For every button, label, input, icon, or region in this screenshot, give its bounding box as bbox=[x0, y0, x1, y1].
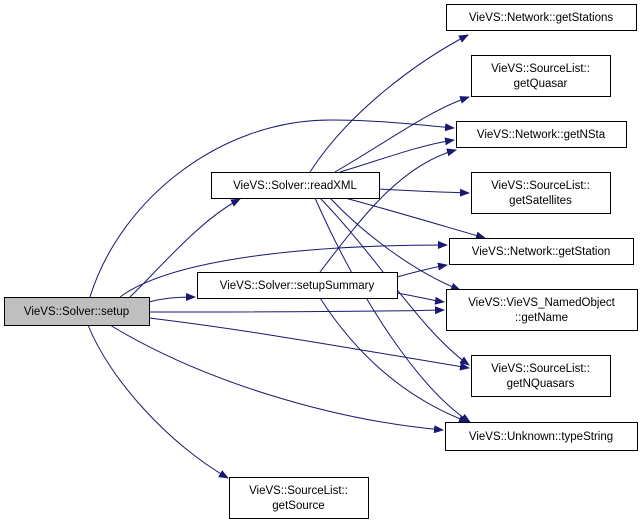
node-label: VieVS::Network::getStation bbox=[472, 246, 611, 258]
node-box bbox=[471, 55, 611, 97]
nodes-layer: VieVS::Solver::setup VieVS::Solver::readX… bbox=[4, 4, 638, 519]
node-label: VieVS::Network::getNSta bbox=[477, 129, 606, 141]
node-getQuasar[interactable]: VieVS::SourceList::getQuasar bbox=[471, 55, 611, 97]
node-label: VieVS::Solver::setup bbox=[24, 306, 129, 318]
node-box bbox=[446, 4, 637, 31]
node-label: getNQuasars bbox=[507, 378, 575, 390]
node-box bbox=[471, 355, 611, 397]
node-label: ::getName bbox=[515, 312, 568, 324]
node-getNSta[interactable]: VieVS::Network::getNSta bbox=[456, 121, 627, 148]
node-box bbox=[445, 422, 638, 451]
edge-setup-to-setupSummary bbox=[148, 293, 196, 303]
node-label: VieVS::SourceList:: bbox=[491, 180, 590, 192]
edges-layer bbox=[87, 34, 486, 479]
node-label: VieVS::SourceList:: bbox=[249, 485, 348, 497]
edge-readXML-to-getName bbox=[329, 197, 461, 291]
edge-readXML-to-getStation bbox=[344, 197, 486, 240]
node-box bbox=[211, 172, 380, 199]
edge-readXML-to-getNSta bbox=[339, 137, 455, 173]
node-box bbox=[449, 238, 634, 265]
edge-setup-to-getName bbox=[148, 306, 445, 315]
node-label: VieVS::Solver::readXML bbox=[233, 180, 357, 192]
node-label: VieVS::SourceList:: bbox=[491, 63, 590, 75]
node-label: VieVS::VieVS_NamedObject bbox=[468, 297, 615, 309]
node-typeString[interactable]: VieVS::Unknown::typeString bbox=[445, 422, 638, 451]
node-getStations[interactable]: VieVS::Network::getStations bbox=[446, 4, 637, 31]
node-label: VieVS::Network::getStations bbox=[469, 12, 613, 24]
node-box bbox=[4, 297, 150, 326]
node-box bbox=[446, 289, 638, 331]
node-getName[interactable]: VieVS::VieVS_NamedObject::getName bbox=[446, 289, 638, 331]
edge-setupSummary-to-typeString bbox=[319, 297, 469, 423]
edge-setupSummary-to-getStation bbox=[396, 262, 448, 278]
node-box bbox=[197, 272, 398, 299]
node-readXML[interactable]: VieVS::Solver::readXML bbox=[211, 172, 380, 199]
edge-setupSummary-to-getNSta bbox=[319, 148, 457, 273]
node-box bbox=[229, 477, 369, 519]
node-getSource[interactable]: VieVS::SourceList::getSource bbox=[229, 477, 369, 519]
edge-setup-to-typeString bbox=[109, 324, 444, 434]
node-box bbox=[456, 121, 627, 148]
node-getSatellites[interactable]: VieVS::SourceList::getSatellites bbox=[471, 172, 611, 214]
edge-readXML-to-typeString bbox=[314, 197, 471, 423]
node-getStation[interactable]: VieVS::Network::getStation bbox=[449, 238, 634, 265]
node-getNQuasars[interactable]: VieVS::SourceList::getNQuasars bbox=[471, 355, 611, 397]
edge-readXML-to-getQuasar bbox=[334, 96, 470, 173]
node-label: getSatellites bbox=[509, 195, 572, 207]
edge-readXML-to-getNQuasars bbox=[319, 197, 470, 366]
edge-setup-to-getNSta bbox=[89, 119, 455, 298]
node-setup[interactable]: VieVS::Solver::setup bbox=[4, 297, 150, 326]
node-label: getSource bbox=[272, 500, 324, 512]
node-box bbox=[471, 172, 611, 214]
node-label: getQuasar bbox=[514, 78, 568, 90]
edge-setup-to-getStation bbox=[119, 241, 448, 298]
node-label: VieVS::Unknown::typeString bbox=[469, 431, 613, 443]
edge-setup-to-getSource bbox=[87, 324, 229, 479]
edge-readXML-to-getSatellites bbox=[378, 188, 470, 197]
edge-setupSummary-to-getName bbox=[396, 292, 445, 305]
node-label: VieVS::Solver::setupSummary bbox=[220, 280, 375, 292]
node-label: VieVS::SourceList:: bbox=[491, 363, 590, 375]
edge-setup-to-getNQuasars bbox=[148, 317, 470, 371]
node-setupSummary[interactable]: VieVS::Solver::setupSummary bbox=[197, 272, 398, 299]
edge-setup-to-readXML bbox=[129, 198, 241, 298]
edge-readXML-to-getStations bbox=[309, 34, 469, 173]
